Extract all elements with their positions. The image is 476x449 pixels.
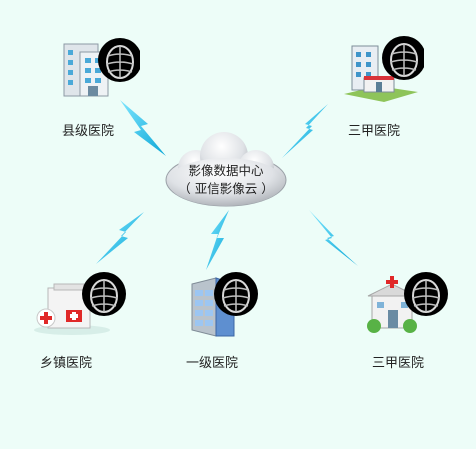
office-building-icon — [63, 38, 140, 97]
cloud-icon — [165, 132, 287, 207]
small-hospital-icon — [367, 272, 448, 333]
label-township-hospital: 乡镇医院 — [39, 356, 93, 371]
node-tertiary-hospital-bottom — [364, 268, 450, 338]
node-tertiary-hospital-top — [338, 32, 424, 104]
lightning-icon-primary — [206, 210, 229, 270]
label-tertiary-hospital-bottom: 三甲医院 — [371, 356, 425, 371]
label-primary-hospital: 一级医院 — [185, 356, 239, 371]
label-tertiary-hospital-top: 三甲医院 — [347, 124, 401, 139]
node-county-hospital — [58, 34, 140, 102]
center-title: 影像数据中心 — [188, 163, 264, 178]
lightning-icon-township — [96, 212, 144, 264]
lightning-icon-county — [120, 100, 166, 156]
node-township-hospital — [32, 268, 128, 338]
glass-office-icon — [191, 272, 258, 337]
lightning-icon-tertiary-bottom — [309, 210, 358, 266]
hospital-tower-icon — [344, 36, 424, 102]
label-county-hospital: 县级医院 — [61, 124, 115, 139]
data-center-cloud: 影像数据中心 （ 亚信影像云 ） — [160, 128, 292, 210]
center-subtitle: （ 亚信影像云 ） — [178, 181, 274, 196]
node-primary-hospital — [186, 270, 262, 340]
clinic-icon — [34, 272, 126, 335]
